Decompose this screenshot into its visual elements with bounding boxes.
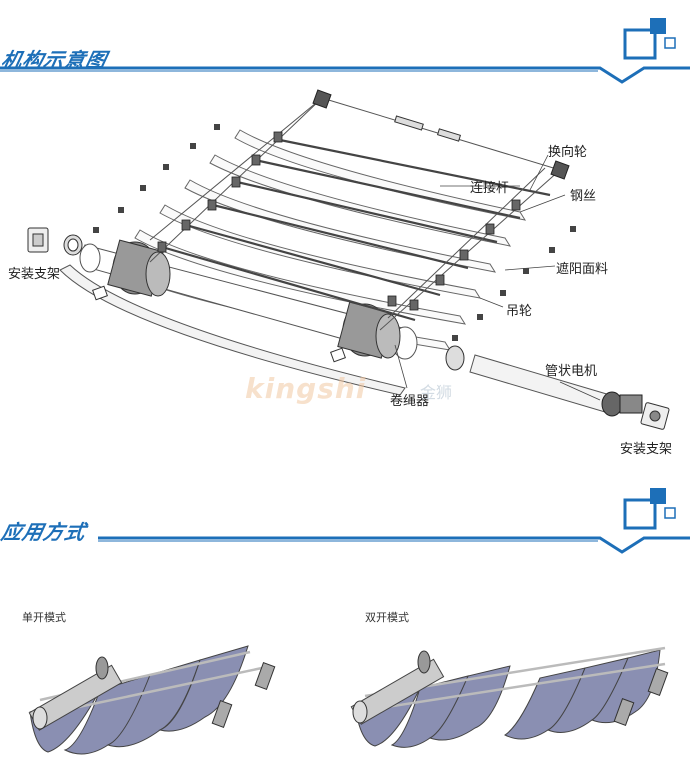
- end-pulleys-right: [452, 226, 576, 341]
- leader-lines: [394, 154, 601, 401]
- label-tubular-motor: 管状电机: [545, 364, 598, 379]
- end-cap-left: [63, 234, 83, 256]
- section-header-line-1: [0, 66, 690, 84]
- label-steel-wire: 钢丝: [570, 189, 597, 204]
- rope-winder-left: [107, 239, 171, 297]
- wire-clip-right: [330, 347, 346, 363]
- header-logo-icon: [623, 18, 676, 60]
- single-mode-figure: [28, 645, 276, 755]
- end-pulleys-left: [93, 124, 220, 233]
- label-mount-bracket-left: 安装支架: [8, 267, 61, 282]
- mode-single-label: 单开模式: [22, 611, 66, 624]
- label-hanging-wheel: 吊轮: [506, 304, 533, 319]
- tubular-motor: [445, 345, 643, 417]
- mode-double-label: 双开模式: [365, 611, 409, 624]
- label-mount-bracket-right: 安装支架: [620, 442, 673, 457]
- section-header-line-2: [98, 536, 690, 554]
- header-logo-icon-2: [623, 488, 676, 530]
- application-section-title: 应用方式: [0, 520, 89, 544]
- double-mode-figure: [350, 646, 669, 748]
- label-connecting-rod: 连接杆: [470, 181, 510, 196]
- hanging-wheels: [157, 131, 521, 311]
- label-shading-fabric: 遮阳面料: [556, 262, 609, 277]
- reversing-wheel-top: [312, 89, 332, 109]
- mount-bracket-right-icon: [640, 402, 670, 430]
- reversing-wheel-right: [550, 160, 570, 180]
- watermark-logo-cn: 金狮: [420, 383, 453, 402]
- label-reversing-wheel: 换向轮: [548, 145, 588, 160]
- mount-bracket-left-icon: [27, 227, 49, 253]
- turnbuckle: [394, 115, 462, 142]
- label-rope-winder: 卷绳器: [390, 394, 430, 409]
- rope-winder-right: [337, 301, 401, 359]
- watermark-logo: kingshi: [245, 372, 367, 405]
- wire-clip-left: [92, 285, 108, 301]
